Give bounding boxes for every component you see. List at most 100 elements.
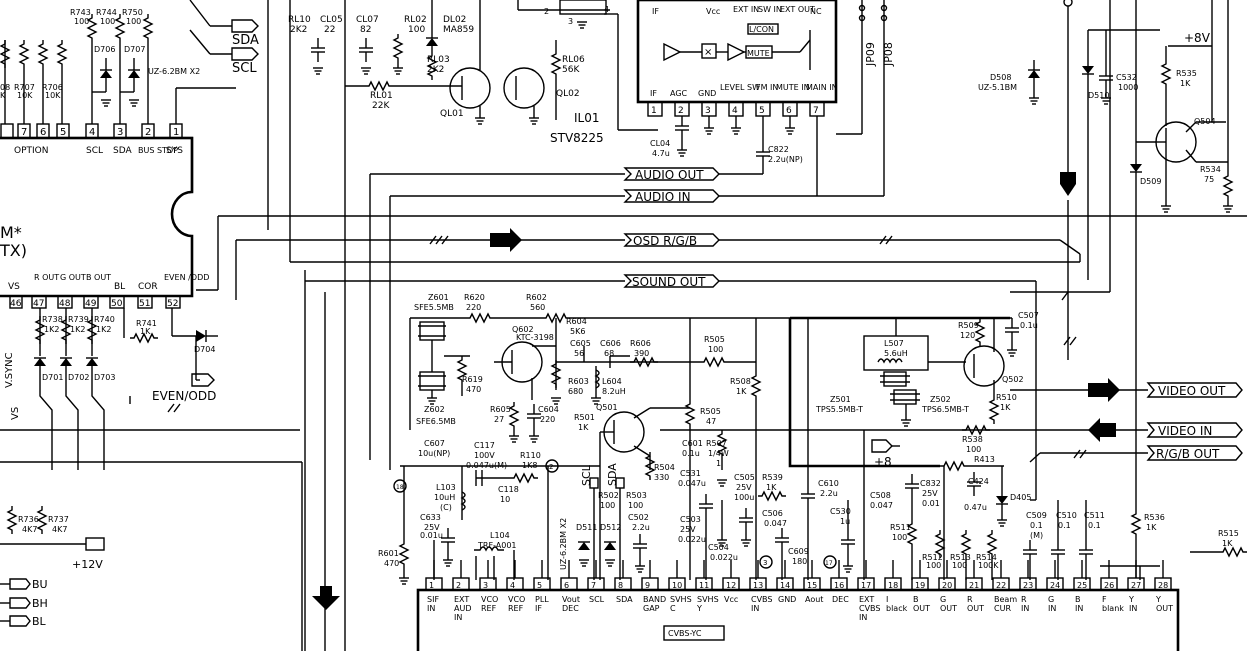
mcu-label-bout: B OUT [86,273,111,282]
ic-part-number: STV8225 [550,131,604,145]
value-text: 5K6 [570,327,585,336]
ref-text: D512 [600,523,621,532]
value-text: 1K2 [70,325,85,334]
ic-pin-label: CVBS [751,595,772,604]
ref-text: 10K [17,91,33,100]
value-text: 0.47u [964,503,987,512]
ref-text: Z602 [424,405,445,414]
audio-out-label: AUDIO OUT [635,168,704,182]
ic-pin-number: 8 [618,581,623,590]
value-text: 2K2 [290,25,307,35]
ic-pin-label: AUD [454,604,472,613]
ic-label: EXT OUT [780,5,815,14]
mcu-pin: 50 [111,299,123,309]
rgb-out-connector [1146,445,1243,461]
value-text: 100 [100,17,115,26]
ref-text: R603 [568,377,589,386]
value-text: SFE6.5MB [416,417,456,426]
ic-pin-number: 15 [807,581,817,590]
value-text: 100 [126,17,141,26]
scl-vertical-label: SCL [580,464,593,486]
value-text: 1K [1146,523,1157,532]
power-12v-label: +12V [72,558,103,571]
ic-pin-label: SVHS [697,595,719,604]
value-text: SFE5.5MB [414,303,454,312]
arrow-right-icon [490,228,522,252]
value-text: 0.047 [764,519,787,528]
ref-text: UZ-6.2BM X2 [148,67,200,76]
ic-pin-label: Y [696,604,702,613]
mcu-name-fragment: M* [0,223,22,242]
ref-text: L103 [436,483,456,492]
ic-label: IF [652,7,659,16]
mcu-label-scl: SCL [86,146,103,156]
value-text: 0.1 [1088,521,1101,530]
ref-text: D510 [1088,91,1109,100]
ref-text: D405 [1010,493,1031,502]
ic-pin-number: 18 [888,581,898,590]
jumper-label: JP09 [864,42,877,67]
rl-section: RL10 2K2 CL05 22 CL07 82 RL02 100 DL02 M… [288,0,658,131]
audio-out-connector [623,167,720,181]
rgb-protection: R738 1K2 R739 1K2 R740 1K2 D701 D702 D70… [0,308,300,470]
mcu-pin: 4 [89,127,95,138]
ref-text: CL07 [356,15,379,25]
ref-text: C633 [420,513,441,522]
mcu-pin: 46 [10,299,22,309]
ic-pin-number: 1 [429,581,434,590]
ref-text: R514 [976,553,997,562]
ic-block-label: MUTE [747,49,770,58]
mcu-pin: 49 [85,299,97,309]
value-text: 56K [562,65,580,75]
ref-text: R738 [42,315,63,324]
ref-text: D703 [94,373,115,382]
arrow-down-icon [312,586,340,610]
value-text: 100 [408,25,425,35]
ic-pin-label: IF [535,604,542,613]
sda-vertical-label: SDA [606,463,619,486]
ref-text: C609 [788,547,809,556]
value-text: 390 [634,349,649,358]
ref-text: L604 [602,377,622,386]
pin-label: 4 [604,5,609,14]
value-text: 82 [360,25,371,35]
ic-sub-block: CVBS-YC [668,629,702,638]
mcu-pin: 2 [145,127,151,138]
ic-pin-number: 23 [1023,581,1033,590]
ref-text: D509 [1140,177,1161,186]
right-power-section: D508 UZ-5.1BM D510 C532 1000 +8V R535 1K… [978,0,1247,578]
ic-label: IF [650,89,657,98]
ref-text: Z501 [830,395,851,404]
ref-text: C606 [600,339,621,348]
ic-pin-label: EXT [454,595,469,604]
node-marker: 18 [396,484,404,491]
ic-pin-label: B [1075,595,1081,604]
ref-text: Z502 [930,395,951,404]
value-text: 25V [922,489,938,498]
value-text: 0.01 [922,499,940,508]
ic-pin-label: VCO [481,595,498,604]
mcu-label-sys: SYS [166,146,183,156]
value-text: 1K [140,327,151,336]
ref-text: C511 [1084,511,1105,520]
ref-text: C604 [538,405,559,414]
ref-text: RL02 [404,15,427,25]
ref-text: Q501 [596,403,618,412]
sound-out-connector [623,274,720,288]
value-text: 2.2u [820,489,838,498]
ref-text: R604 [566,317,587,326]
value-text: 1K [1000,403,1011,412]
ic-label: FM IN [756,83,778,92]
ref-text: UZ-6.2BM X2 [559,518,568,570]
value-text: 1 [716,459,721,468]
ic-pin-label: IN [1021,604,1029,613]
ref-text: C506 [762,509,783,518]
ic-pin: 3 [705,106,711,116]
node-marker: 3 [763,559,767,567]
ic-label: GND [698,89,716,98]
ic-ref: IL01 [574,111,600,125]
ref-text: R504 [654,463,675,472]
value-text: 100 [74,17,89,26]
